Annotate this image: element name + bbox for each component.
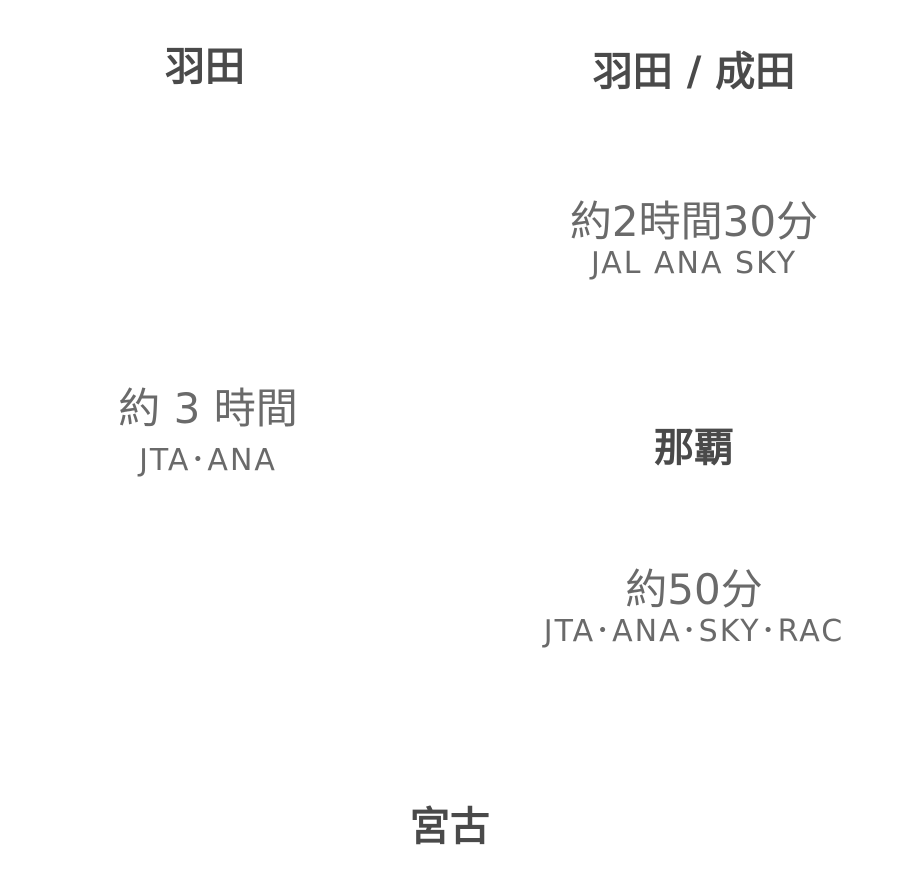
route-naha-miyako: 約50分 JTA･ANA･SKY･RAC <box>544 569 844 647</box>
route-haneda-miyako-carriers: JTA･ANA <box>139 443 277 478</box>
route-tokyo-naha: 約2時間30分 JAL ANA SKY <box>570 201 818 279</box>
node-miyako: 宮古 <box>410 804 490 850</box>
route-tokyo-naha-carriers: JAL ANA SKY <box>590 246 798 281</box>
route-tokyo-naha-duration: 約2時間30分 <box>569 197 819 246</box>
node-naha: 那覇 <box>654 425 734 471</box>
route-naha-miyako-carriers: JTA･ANA･SKY･RAC <box>543 614 845 649</box>
route-haneda-miyako-duration: 約 3 時間 <box>118 384 298 433</box>
node-haneda: 羽田 <box>165 44 245 90</box>
node-haneda-narita: 羽田 / 成田 <box>592 49 796 95</box>
route-naha-miyako-duration: 約50分 <box>625 565 763 614</box>
route-haneda-miyako: 約 3 時間 JTA･ANA <box>118 388 297 476</box>
